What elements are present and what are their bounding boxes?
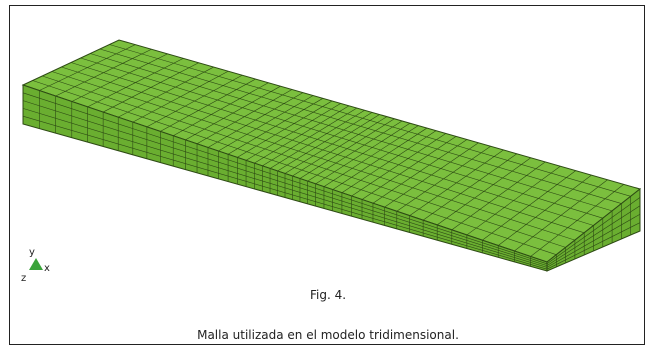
mesh-line-cross (384, 142, 479, 208)
mesh-line-cross (351, 133, 446, 197)
mesh-line-cross (482, 170, 576, 241)
mesh-line-cross (437, 157, 531, 226)
figure-caption: Malla utilizada en el modelo tridimensio… (197, 328, 459, 342)
mesh-line-cross (396, 146, 491, 212)
mesh-line-cross (262, 107, 358, 167)
mesh-line-cross (466, 165, 561, 236)
mesh-line-cross (530, 184, 624, 257)
mesh-line-cross (269, 109, 365, 169)
mesh-line-cross (254, 105, 350, 164)
mesh-line-cross (39, 44, 136, 91)
mesh-lines (22, 44, 641, 270)
mesh-diagram (21, 39, 642, 272)
mesh-line-cross (361, 136, 457, 200)
mesh-line-cross (245, 103, 341, 161)
triad-y-label: y (29, 247, 35, 258)
mesh-line-cross (227, 98, 324, 155)
mesh-line-cross (498, 174, 592, 246)
mesh-line-cross (409, 149, 504, 216)
mesh-line-cross (451, 161, 546, 231)
mesh-line-cross (87, 58, 184, 108)
mesh-line-cross (422, 153, 518, 221)
mesh-line-cross (514, 179, 608, 252)
triad-z-label: z (21, 273, 27, 284)
mesh-line-cross (332, 127, 428, 190)
mesh-line-cross (237, 100, 333, 158)
mesh-line-cross (118, 66, 214, 118)
mesh-line-cross (218, 95, 314, 152)
mesh-line-cross (341, 130, 437, 193)
mesh-line-cross (160, 78, 256, 132)
mesh-line-cross (299, 118, 395, 179)
mesh-top-face (21, 39, 642, 263)
mesh-line-cross (173, 82, 269, 137)
mesh-line-cross (277, 112, 373, 172)
triad-x-label: x (44, 263, 50, 274)
mesh-line-cross (132, 70, 229, 123)
mesh-line-cross (102, 62, 199, 113)
figure-number: Fig. 4. (309, 288, 347, 302)
figure-frame: y x z Fig. 4. Malla utilizada en el mode… (9, 5, 645, 345)
mesh-line-cross (372, 139, 468, 204)
mesh-line-cross (207, 92, 304, 148)
mesh-line-cross (185, 85, 281, 141)
mesh-line-cross (307, 120, 403, 182)
mesh-line-cross (146, 74, 243, 128)
mesh-line-cross (323, 125, 419, 187)
coordinate-triad (29, 258, 43, 270)
mesh-line-cross (284, 114, 380, 174)
mesh-line-cross (55, 49, 152, 97)
mesh-line-cross (292, 116, 388, 177)
triad-marker-icon (29, 258, 43, 270)
mesh-line-cross (196, 89, 293, 145)
mesh-line-cross (71, 53, 168, 102)
mesh-line-cross (315, 122, 411, 185)
